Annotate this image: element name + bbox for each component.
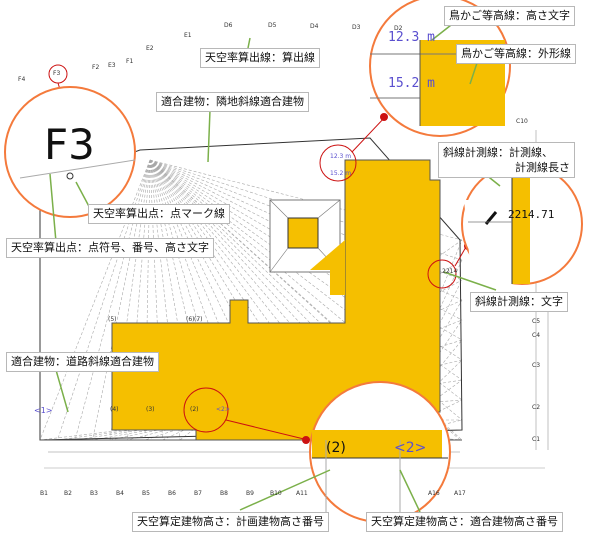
point-label: A16 — [428, 490, 440, 497]
point-label: B3 — [90, 490, 98, 497]
point-label: D3 — [352, 24, 361, 31]
building-label: (4) — [110, 406, 119, 413]
zoom-left — [4, 86, 136, 218]
callout-sky-point-mark: 天空率算出点：点マーク線 — [88, 204, 230, 224]
building-steps — [310, 240, 345, 295]
point-label: E1 — [184, 32, 192, 39]
court-diagonals — [269, 199, 341, 273]
point-label: C10 — [516, 118, 528, 125]
point-label: B1 — [40, 490, 48, 497]
zoom-bottom — [309, 381, 451, 523]
point-label: B2 — [64, 490, 72, 497]
point-label: C5 — [532, 318, 541, 325]
small-fit-mark: <1> — [34, 406, 53, 415]
callout-slope-line2: 計測線長さ — [515, 161, 570, 174]
zoom-right — [461, 163, 583, 285]
point-label: C1 — [532, 436, 541, 443]
building-label: <2> — [216, 406, 230, 413]
callout-bird-height-text: 鳥かご等高線：高さ文字 — [444, 6, 575, 26]
point-label: A11 — [296, 490, 308, 497]
point-label: E2 — [146, 45, 154, 52]
point-label: F3 — [53, 70, 61, 77]
point-label: D5 — [268, 22, 277, 29]
point-label: D2 — [394, 25, 403, 32]
zoom-point-label: F3 — [44, 120, 95, 169]
point-label: B8 — [220, 490, 228, 497]
building-label: (6) — [186, 316, 195, 323]
callout-sky-fit-height: 天空算定建物高さ：適合建物高さ番号 — [366, 512, 563, 532]
building-label: (5) — [108, 316, 117, 323]
callout-slope-measure-text: 斜線計測線：文字 — [470, 292, 568, 312]
small-height-mark: 12.3 m — [330, 153, 352, 160]
point-label: F4 — [18, 76, 26, 83]
callout-slope-measure-line: 斜線計測線：計測線、 計測線長さ — [438, 142, 575, 178]
zoom-length-value: 2214.71 — [508, 208, 555, 221]
building-label: (2) — [190, 406, 199, 413]
point-label: C2 — [532, 404, 541, 411]
callout-fit-adjacent: 適合建物：隣地斜線適合建物 — [156, 92, 309, 112]
point-label: B10 — [270, 490, 282, 497]
zoom-height-upper: 12.3 m — [388, 30, 435, 45]
small-height-mark: 15.2 m — [330, 170, 352, 177]
zoom-markers — [48, 64, 457, 433]
point-label: F1 — [126, 58, 134, 65]
point-label: C3 — [532, 362, 541, 369]
point-label: D6 — [224, 22, 233, 29]
building-label: (3) — [146, 406, 155, 413]
point-label: B7 — [194, 490, 202, 497]
point-label: B9 — [246, 490, 254, 497]
callout-sky-plan-height: 天空算定建物高さ：計画建物高さ番号 — [132, 512, 329, 532]
point-label: F2 — [92, 64, 100, 71]
building-label: (7) — [194, 316, 203, 323]
callout-sky-point-text: 天空率算出点：点符号、番号、高さ文字 — [6, 238, 214, 258]
court-inner — [287, 217, 319, 249]
point-label: B4 — [116, 490, 124, 497]
zoom-plan-height-no: (2) — [326, 440, 346, 456]
zoom-fit-height-no: <2> — [394, 440, 427, 456]
point-label: E3 — [108, 62, 116, 69]
point-label: C4 — [532, 332, 541, 339]
callout-fit-road: 適合建物：道路斜線適合建物 — [6, 352, 159, 372]
point-label: D4 — [310, 23, 319, 30]
point-label: B6 — [168, 490, 176, 497]
callout-bird-outline: 鳥かご等高線：外形線 — [456, 44, 576, 64]
small-length-mark: 2214 — [442, 268, 458, 275]
callout-slope-line1: 斜線計測線：計測線、 — [443, 146, 553, 159]
zoom-height-lower: 15.2 m — [388, 76, 435, 91]
callout-sky-calc-line: 天空率算出線：算出線 — [200, 48, 320, 68]
point-label: B5 — [142, 490, 150, 497]
point-label: A17 — [454, 490, 466, 497]
